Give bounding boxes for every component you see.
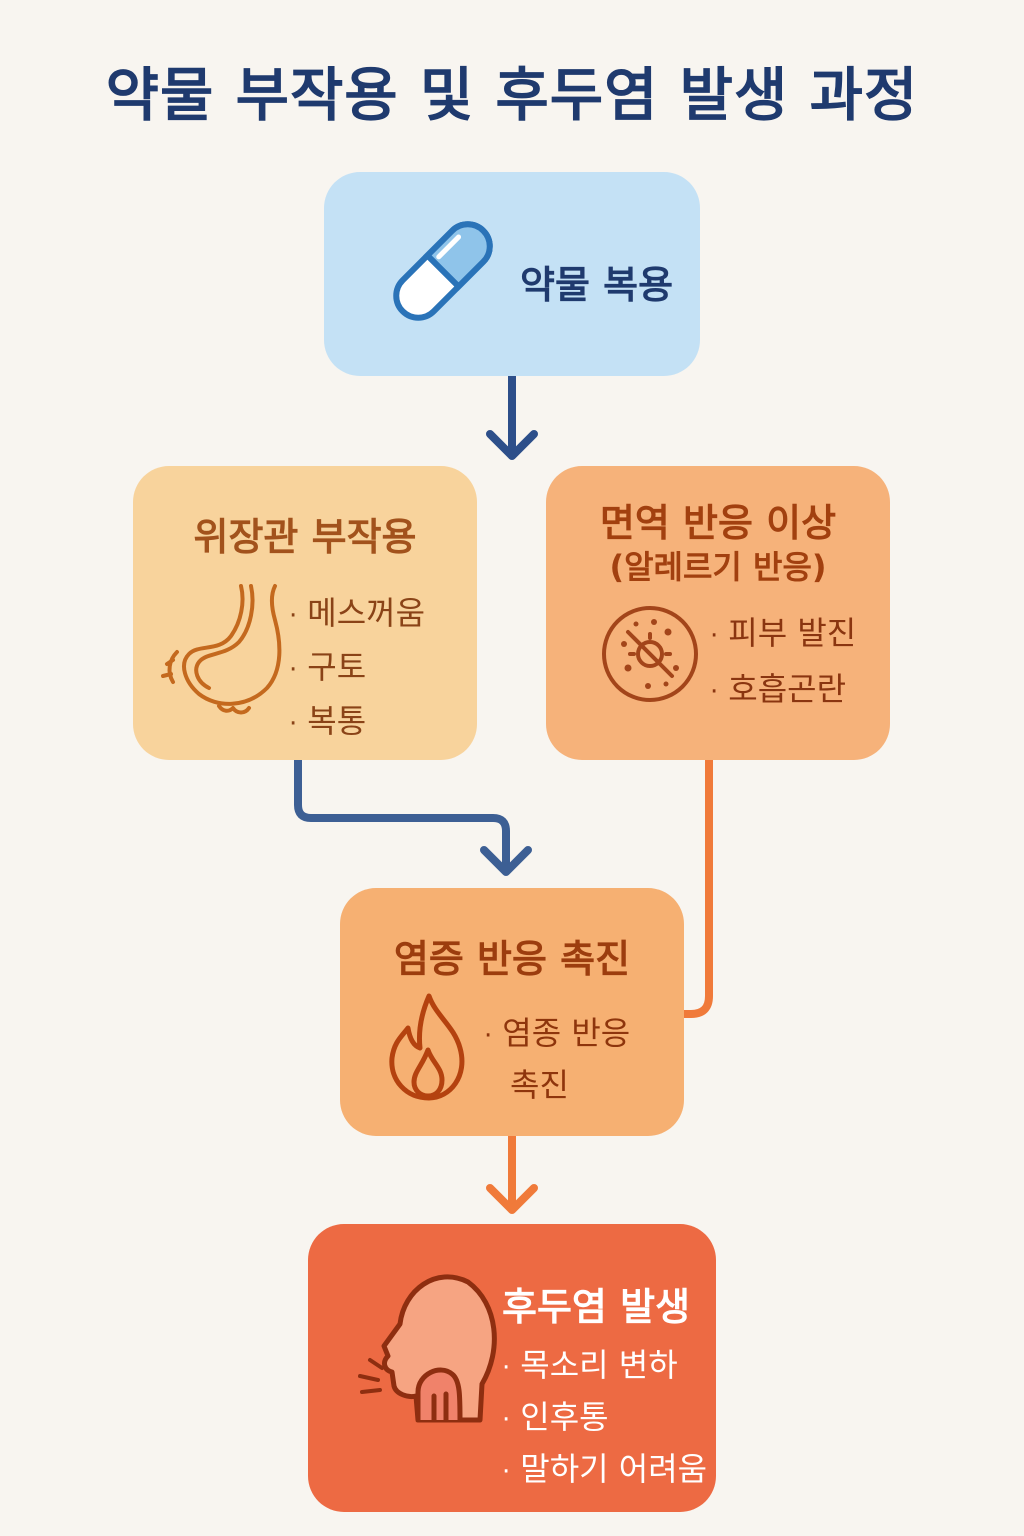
inflammation-box: 염증 반응 촉진 ·염종 반응 촉진 — [340, 888, 684, 1136]
gi-item: ·메스꺼움 — [289, 594, 426, 632]
immune-item: ·피부 발진 — [710, 614, 857, 652]
laryngitis-item: ·인후통 — [502, 1398, 609, 1436]
drug-intake-label: 약물 복용 — [520, 263, 674, 307]
capsule-icon — [393, 221, 493, 321]
immune-reaction-box: 면역 반응 이상 (알레르기 반응) ·피부 발진 ·호흡곤란 — [546, 466, 890, 760]
laryngitis-item: ·목소리 변하 — [502, 1346, 678, 1384]
arrow-inflammation-to-laryngitis — [486, 1132, 538, 1214]
inflammation-item-cont: 촉진 — [510, 1066, 569, 1104]
line-immune-to-inflammation — [680, 756, 713, 1018]
arrow-drug-down — [486, 372, 538, 460]
inflammation-title: 염증 반응 촉진 — [393, 937, 631, 981]
cell-virus-icon — [602, 606, 698, 702]
immune-subtitle: (알레르기 반응) — [609, 548, 827, 586]
laryngitis-box: 후두염 발생 ·목소리 변하 ·인후통 ·말하기 어려움 — [308, 1224, 716, 1512]
flame-icon — [389, 993, 465, 1101]
stomach-icon — [161, 584, 282, 715]
drug-intake-box: 약물 복용 — [324, 172, 700, 376]
arrow-gi-to-inflammation — [294, 756, 532, 876]
inflammation-item: ·염종 반응 — [484, 1014, 631, 1052]
laryngitis-title: 후두염 발생 — [502, 1285, 691, 1329]
immune-item: ·호흡곤란 — [710, 670, 847, 708]
immune-title: 면역 반응 이상 — [599, 501, 837, 545]
gi-side-effects-box: 위장관 부작용 ·메스꺼움 ·구토 ·복통 — [133, 466, 477, 760]
gi-item: ·복통 — [289, 702, 367, 740]
gi-item: ·구토 — [289, 648, 367, 686]
throat-icon — [358, 1274, 497, 1423]
laryngitis-item: ·말하기 어려움 — [502, 1450, 708, 1488]
page-title: 약물 부작용 및 후두염 발생 과정 — [105, 61, 919, 129]
gi-title: 위장관 부작용 — [193, 515, 417, 559]
